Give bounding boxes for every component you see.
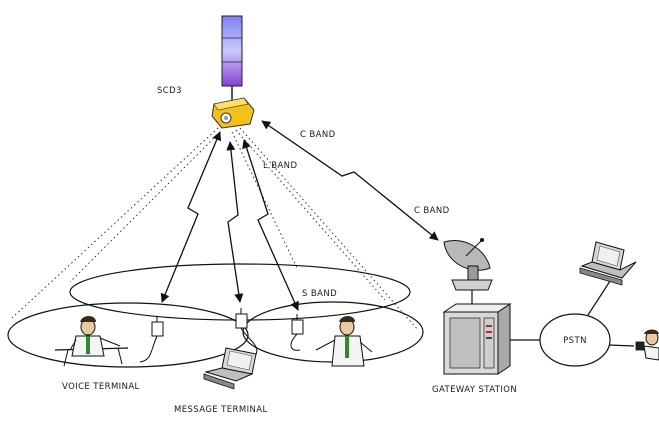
solar-panel bbox=[221, 15, 243, 87]
coverage-ellipse-left bbox=[7, 302, 249, 368]
l-band-label: L BAND bbox=[263, 161, 297, 171]
laptop-icon-2 bbox=[579, 241, 637, 286]
c-band-link-gateway bbox=[261, 120, 439, 241]
voice-terminal-label: VOICE TERMINAL bbox=[62, 382, 140, 392]
pstn-label: PSTN bbox=[563, 336, 587, 346]
coverage-ellipse-back bbox=[69, 263, 411, 321]
satellite-dish-icon bbox=[443, 238, 493, 312]
handset-icon bbox=[139, 316, 164, 363]
c-band-label-1: C BAND bbox=[300, 130, 336, 140]
c-band-label-2: C BAND bbox=[414, 206, 450, 216]
link-message-terminal bbox=[226, 141, 244, 303]
coverage-beams bbox=[11, 127, 419, 331]
satellite-label: SCD3 bbox=[157, 86, 182, 96]
s-band-label: S BAND bbox=[302, 289, 337, 299]
user-links bbox=[160, 131, 299, 311]
gateway-station-label: GATEWAY STATION bbox=[432, 385, 517, 395]
handset-icon-2 bbox=[235, 308, 258, 357]
handset-icon-3 bbox=[290, 314, 304, 351]
link-voice-terminal bbox=[160, 131, 222, 303]
person-icon-2 bbox=[315, 316, 373, 367]
satellite-icon bbox=[211, 15, 255, 129]
pstn-laptop-link bbox=[587, 277, 613, 316]
gateway-cabinet-icon bbox=[442, 303, 512, 375]
pstn-node bbox=[539, 313, 611, 367]
pstn-person-link bbox=[608, 344, 635, 347]
person-icon bbox=[54, 316, 129, 367]
message-terminal-label: MESSAGE TERMINAL bbox=[174, 405, 268, 415]
laptop-icon bbox=[203, 347, 257, 390]
link-voice-terminal-2 bbox=[242, 139, 299, 311]
person-icon-3 bbox=[635, 329, 659, 361]
